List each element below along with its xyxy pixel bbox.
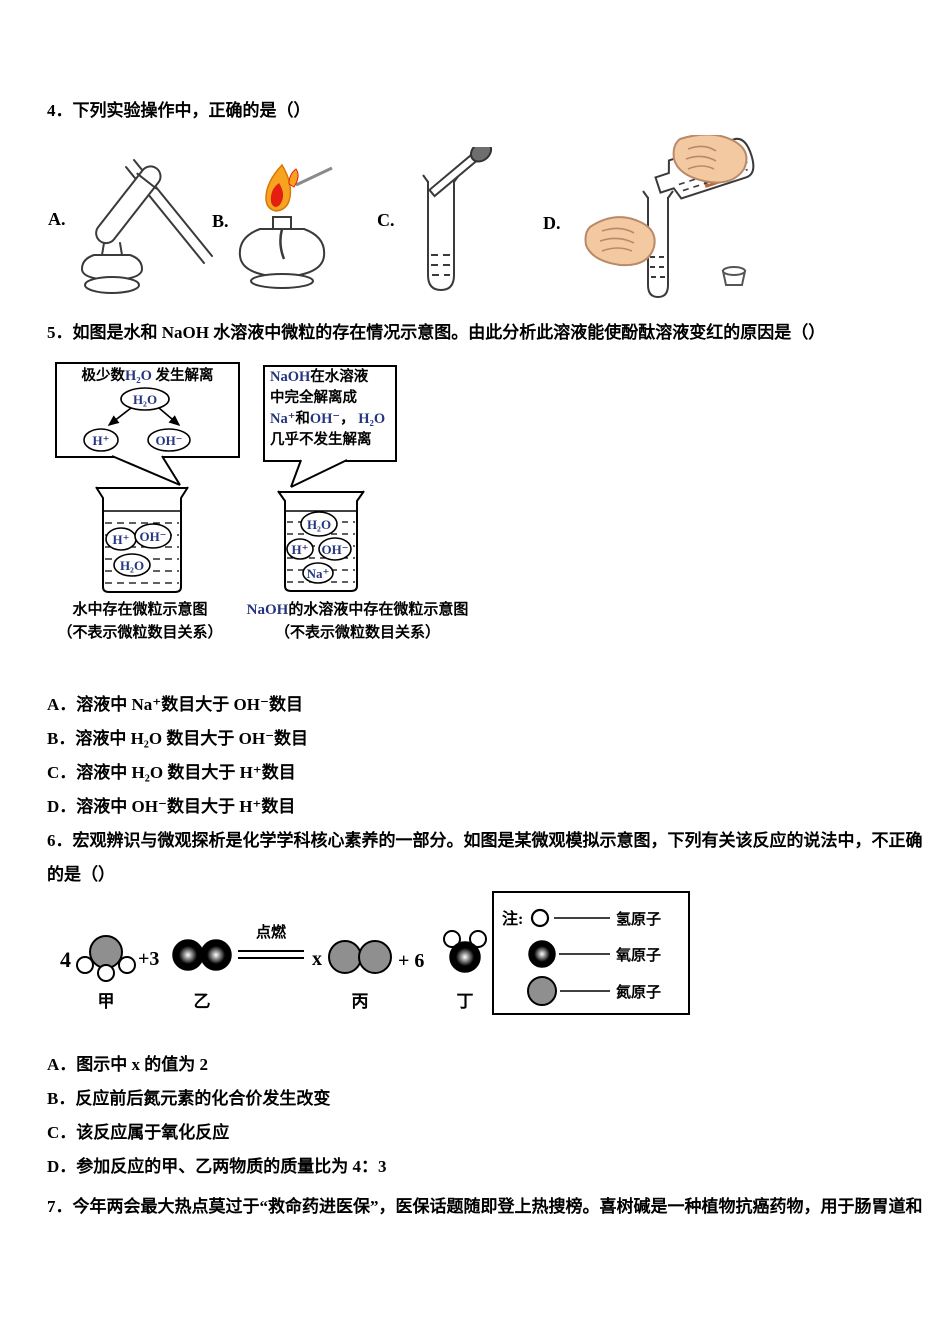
q4-figure-row: A. B. — [40, 135, 830, 310]
oxygen-atom-icon — [528, 940, 556, 968]
plus-coefficient-ding: + 6 — [398, 950, 424, 972]
q5-stem: 5．如图是水和 NaOH 水溶液中微粒的存在情况示意图。由此分析此溶液能使酚酞溶… — [47, 323, 826, 342]
bubble-right-line1: NaOH在水溶液 — [270, 369, 369, 385]
dropper-into-test-tube-icon — [422, 147, 493, 292]
q5-option-c: C．溶液中 H₂O 数目大于 H⁺数目 — [47, 763, 296, 782]
q5-figure: 极少数H₂O 发生解离 H₂O H⁺ OH⁻ — [40, 355, 540, 650]
oh-ion-label: OH⁻ — [155, 433, 182, 448]
water-beaker: H⁺ OH⁻ H₂O — [95, 486, 189, 593]
naoh-solution-beaker: H₂O H⁺ OH⁻ Na⁺ — [277, 490, 365, 592]
upper-hand — [672, 135, 748, 184]
coefficient-x: x — [312, 948, 322, 970]
atom-legend-box: 注: 氢原子 氧原子 氮原子 — [492, 891, 690, 1015]
h-ion-label: H⁺ — [93, 433, 110, 448]
micro-reaction-diagram: 4 +3 点燃 x + 6 — [60, 923, 487, 1011]
legend-hydrogen-label: 氢原子 — [616, 910, 661, 928]
water-molecule — [443, 930, 487, 973]
label-bing: 丙 — [352, 992, 369, 1011]
oxygen-molecule — [172, 939, 232, 971]
beaker-right-caption1: NaOH的水溶液中存在微粒示意图 — [246, 602, 469, 618]
plus-coefficient-yi: +3 — [138, 948, 159, 970]
beaker-right-caption2: （不表示微粒数目关系） — [274, 625, 440, 641]
legend-oxygen-label: 氧原子 — [615, 946, 661, 964]
bubble-right-line2: 中完全解离成 — [270, 390, 357, 406]
beaker-right-na-ion: Na⁺ — [307, 566, 330, 581]
nitrogen-molecule — [328, 940, 392, 974]
q7-stem: 7．今年两会最大热点莫过于“救命药进医保”，医保话题随即登上热搜榜。喜树碱是一种… — [47, 1197, 923, 1216]
water-dissociation-tree: H₂O H⁺ OH⁻ — [83, 387, 191, 452]
beaker-left-oh-ion: OH⁻ — [139, 529, 166, 544]
bubble-left-title: 极少数H₂O 发生解离 — [81, 368, 214, 384]
q6-option-b: B．反应前后氮元素的化合价发生改变 — [47, 1089, 331, 1108]
pouring-liquid-into-test-tube-icon — [584, 135, 755, 299]
nitrogen-atom-icon — [527, 976, 557, 1006]
parent-h2o-label: H₂O — [133, 392, 157, 407]
label-yi: 乙 — [194, 992, 211, 1011]
bubble-right-tail — [290, 459, 348, 488]
naoh-dissociation-bubble: NaOH在水溶液 中完全解离成 Na⁺和OH⁻， H₂O 几乎不发生解离 — [263, 365, 397, 462]
label-jia: 甲 — [98, 992, 115, 1011]
q4-stem: 4．下列实验操作中，正确的是（） — [47, 101, 311, 120]
q6-option-d: D．参加反应的甲、乙两物质的质量比为 4：3 — [47, 1157, 387, 1176]
beaker-right-h2o: H₂O — [307, 517, 331, 532]
q6-figure: 4 +3 点燃 x + 6 — [40, 885, 740, 1020]
alcohol-lamp-lighting-icon — [238, 163, 333, 289]
q4-option-c-label: C. — [377, 210, 395, 230]
legend-nitrogen-label: 氮原子 — [616, 983, 661, 1001]
legend-note: 注: — [502, 909, 523, 928]
bottle-stopper — [721, 266, 747, 286]
q6-stem-line2: 的是（） — [47, 865, 115, 884]
beaker-right-oh-ion: OH⁻ — [321, 542, 348, 557]
beaker-left-h-ion: H⁺ — [113, 532, 130, 547]
beaker-left-caption1: 水中存在微粒示意图 — [72, 602, 208, 618]
q5-option-b: B．溶液中 H₂O 数目大于 OH⁻数目 — [47, 729, 309, 748]
beaker-left-h2o: H₂O — [120, 558, 144, 573]
bubble-left-tail — [111, 455, 181, 486]
water-dissociation-bubble: 极少数H₂O 发生解离 H₂O H⁺ OH⁻ — [55, 362, 240, 458]
bubble-right-line3: Na⁺和OH⁻， H₂O — [270, 411, 386, 427]
bubble-right-line4: 几乎不发生解离 — [270, 432, 372, 448]
hydrogen-atom-icon — [530, 908, 550, 928]
beaker-left-caption2: （不表示微粒数目关系） — [57, 625, 223, 641]
test-tube-heating-icon — [80, 159, 213, 294]
reaction-condition: 点燃 — [256, 923, 287, 941]
q6-option-a: A．图示中 x 的值为 2 — [47, 1055, 209, 1074]
q4-option-d-label: D. — [543, 213, 561, 233]
q6-option-c: C．该反应属于氧化反应 — [47, 1123, 230, 1142]
ammonia-molecule — [76, 935, 136, 982]
lower-hand — [584, 216, 656, 267]
coefficient-jia: 4 — [60, 947, 71, 972]
q5-option-a: A．溶液中 Na⁺数目大于 OH⁻数目 — [47, 695, 303, 714]
q4-option-b-label: B. — [212, 211, 229, 231]
q4-option-a-label: A. — [48, 209, 66, 229]
beaker-right-h-ion: H⁺ — [292, 542, 309, 557]
label-ding: 丁 — [457, 992, 474, 1011]
q5-option-d: D．溶液中 OH⁻数目大于 H⁺数目 — [47, 797, 296, 816]
q6-stem-line1: 6．宏观辨识与微观探析是化学学科核心素养的一部分。如图是某微观模拟示意图，下列有… — [47, 831, 923, 850]
